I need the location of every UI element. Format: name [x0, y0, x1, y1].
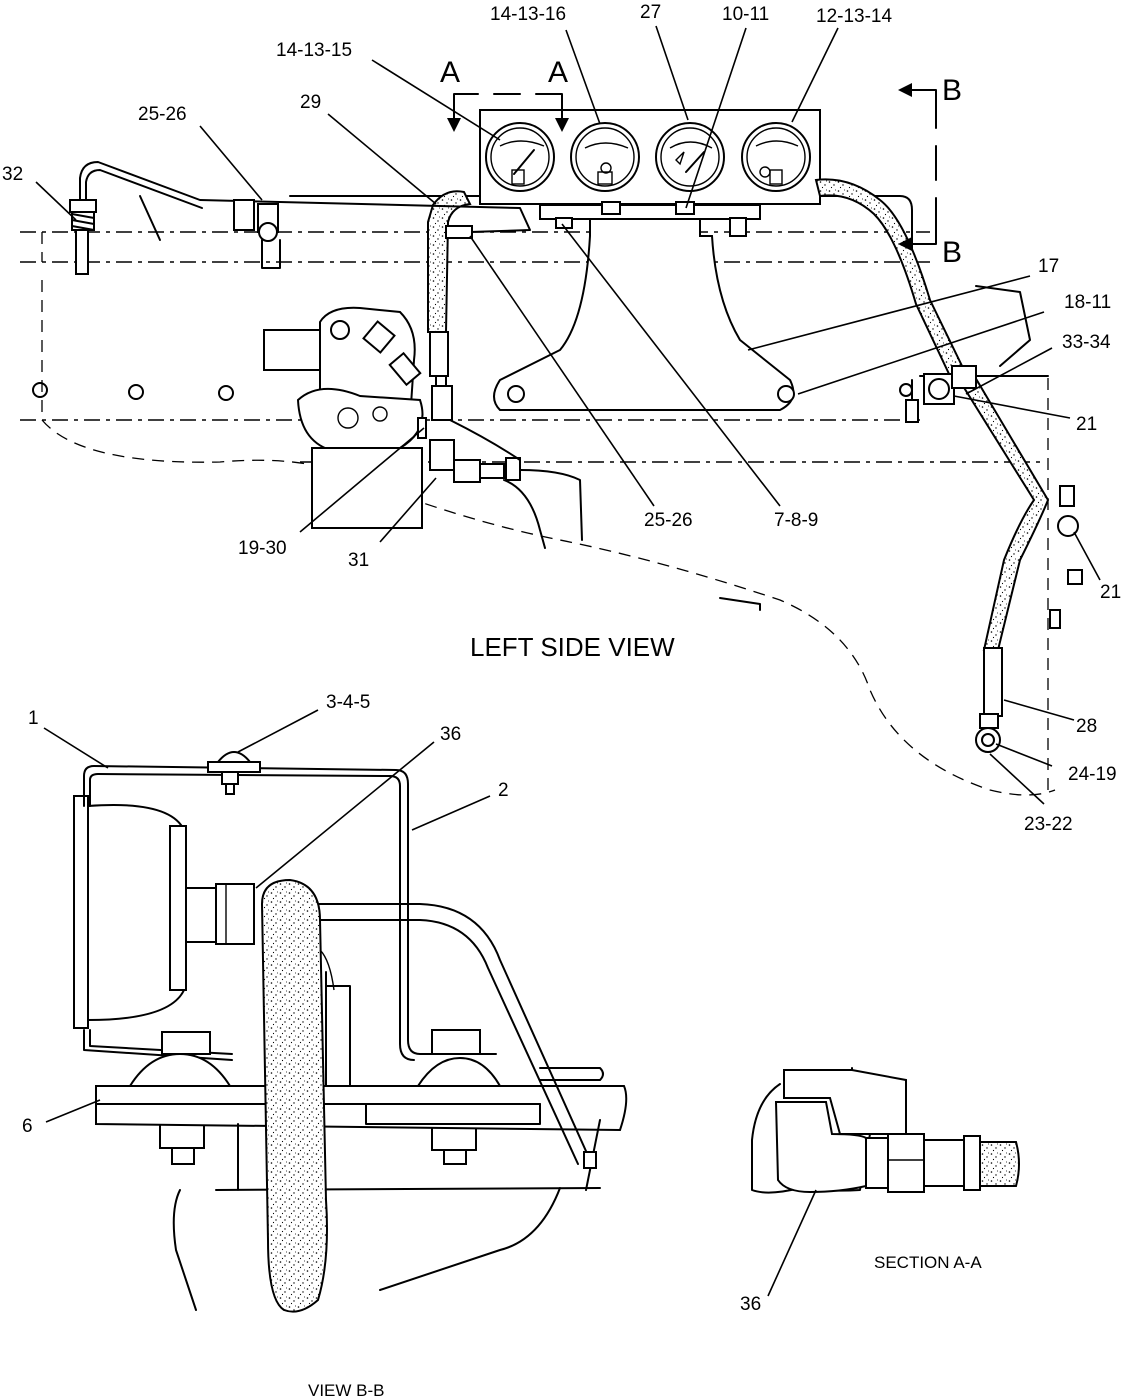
- callout-3-4-5: 3-4-5: [326, 692, 370, 713]
- gauge-panel: [479, 109, 821, 215]
- section-b-letter-top: B: [942, 74, 962, 107]
- section-a-letter-left: A: [440, 56, 460, 89]
- view-b-b: 1 3-4-5 36 2 6 VIEW B-B: [22, 692, 628, 1400]
- callout-36-view-bb: 36: [440, 724, 461, 745]
- section-a-a: 36 SECTION A-A: [740, 1067, 1020, 1315]
- gauge-1: [485, 122, 555, 192]
- left-side-view-title: LEFT SIDE VIEW: [470, 632, 675, 662]
- callout-1: 1: [28, 708, 39, 729]
- temperature-sender-32: [69, 199, 97, 275]
- section-a-letter-right: A: [548, 56, 568, 89]
- callout-17: 17: [1038, 256, 1059, 277]
- callout-32: 32: [2, 164, 23, 185]
- callout-24-19: 24-19: [1068, 764, 1117, 785]
- left-side-view: A A B B: [2, 2, 1121, 835]
- callout-18-11: 18-11: [1064, 292, 1111, 313]
- gauge-3: [655, 122, 725, 192]
- section-b-letter-bottom: B: [942, 236, 962, 269]
- callout-6: 6: [22, 1116, 33, 1137]
- hose-36-side: [260, 878, 335, 1313]
- view-bb-title: VIEW B-B: [308, 1381, 385, 1400]
- callout-7-8-9: 7-8-9: [774, 510, 818, 531]
- callout-2: 2: [498, 780, 509, 801]
- capillary-tube: [79, 161, 531, 269]
- callout-10-11: 10-11: [722, 4, 769, 25]
- section-b-marker: B B: [898, 74, 962, 269]
- callout-21-lower: 21: [1100, 582, 1121, 603]
- gauge-body-side: [73, 795, 255, 1029]
- callout-31: 31: [348, 550, 369, 571]
- gauge-2: [570, 122, 640, 192]
- callout-14-13-16: 14-13-16: [490, 4, 566, 25]
- callout-25-26-top: 25-26: [138, 104, 187, 125]
- engine-components: [263, 306, 583, 549]
- callout-23-22: 23-22: [1024, 814, 1073, 835]
- callout-36-section-aa: 36: [740, 1294, 761, 1315]
- leader-lines-view-bb: [43, 709, 491, 1123]
- hose-28: [719, 178, 1083, 753]
- section-a-marker: A A: [440, 56, 569, 132]
- section-aa-title: SECTION A-A: [874, 1253, 982, 1272]
- callout-33-34: 33-34: [1062, 332, 1111, 353]
- callout-29: 29: [300, 92, 321, 113]
- callout-19-30: 19-30: [238, 538, 287, 559]
- callout-25-26-mid: 25-26: [644, 510, 693, 531]
- mount-hardware: [128, 1029, 502, 1165]
- leader-lines-left-view: [35, 25, 1101, 805]
- callouts-view-bb: 1 3-4-5 36 2 6: [22, 692, 509, 1137]
- callout-21-upper: 21: [1076, 414, 1097, 435]
- gauge-mounting-bracket: [493, 204, 795, 411]
- callout-12-13-14: 12-13-14: [816, 6, 892, 27]
- callout-28: 28: [1076, 716, 1097, 737]
- gauge-4: [741, 122, 811, 192]
- gauge-line-tube: [299, 903, 597, 1169]
- callouts-left-view: 14-13-16 27 10-11 12-13-14 14-13-15 29 2…: [2, 2, 1121, 835]
- callout-27: 27: [640, 2, 661, 23]
- hose-29: [427, 190, 472, 389]
- frame-rail-outline: [20, 195, 1056, 796]
- callout-14-13-15: 14-13-15: [276, 40, 352, 61]
